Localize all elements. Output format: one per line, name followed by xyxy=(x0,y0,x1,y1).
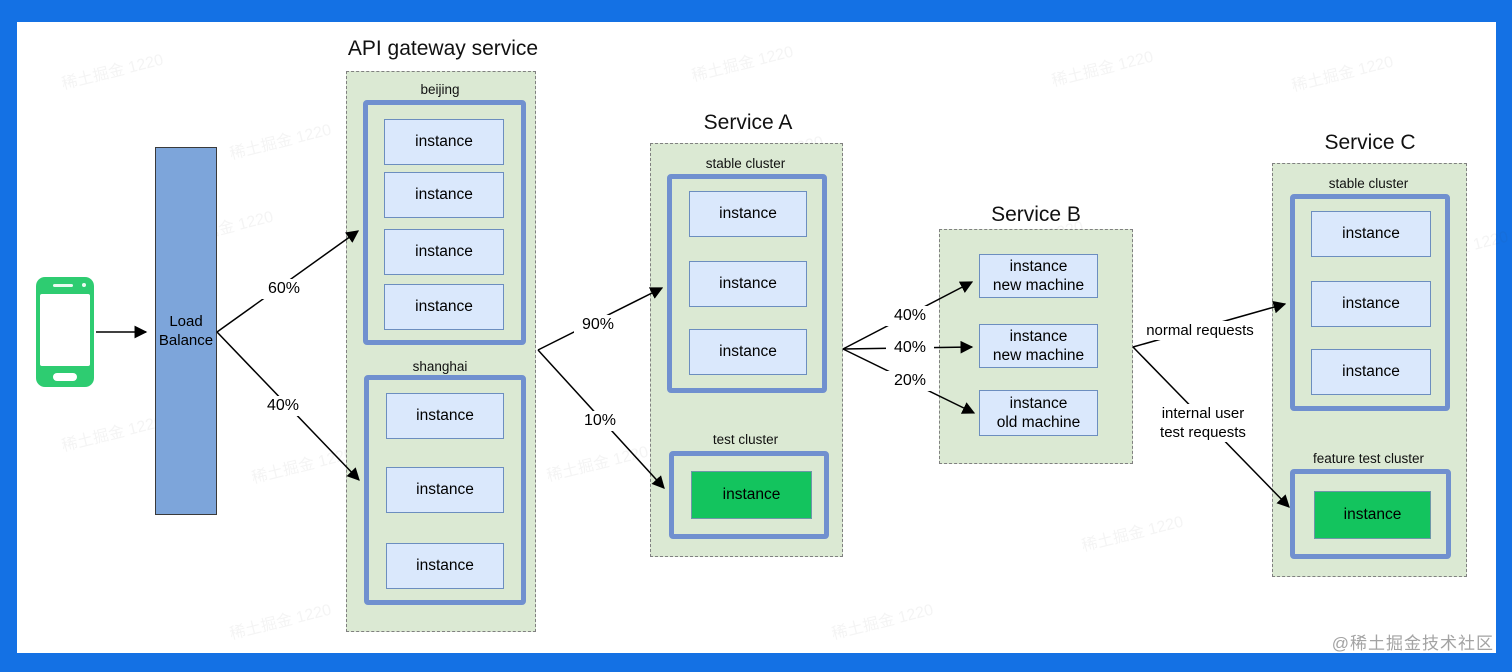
service-c-instance: instance xyxy=(1311,281,1431,327)
gateway-shanghai-instance: instance xyxy=(386,543,504,589)
phone-camera-dot xyxy=(82,283,86,287)
service-b-instance: instance old machine xyxy=(979,390,1098,436)
service-a-stable-cluster: instance instance instance xyxy=(667,174,827,393)
service-b-instance-line1: instance xyxy=(1009,328,1068,345)
service-a-instance: instance xyxy=(689,261,807,307)
gateway-beijing-instance: instance xyxy=(384,119,504,165)
service-c-title: Service C xyxy=(1324,131,1416,154)
service-a-instance: instance xyxy=(689,329,807,375)
service-b-instance-line2: old machine xyxy=(996,414,1081,431)
gateway-beijing-instance: instance xyxy=(384,172,504,218)
service-a-container: stable cluster instance instance instanc… xyxy=(650,143,843,557)
service-c-stable-cluster-label: stable cluster xyxy=(1328,176,1409,191)
service-a-stable-cluster-label: stable cluster xyxy=(705,156,786,171)
edge-label-10pct: 10% xyxy=(576,411,624,431)
gateway-beijing-instance: instance xyxy=(384,229,504,275)
service-c-feature-test-cluster: instance xyxy=(1290,469,1451,559)
gateway-shanghai-instance: instance xyxy=(386,467,504,513)
edge-label-line1: internal user xyxy=(1161,405,1245,422)
api-gateway-title: API gateway service xyxy=(347,37,539,60)
phone-screen xyxy=(40,294,90,366)
beijing-cluster-label: beijing xyxy=(420,82,460,97)
service-b-title: Service B xyxy=(991,203,1081,226)
service-b-instance-line2: new machine xyxy=(992,277,1085,294)
phone-home-button xyxy=(53,373,77,381)
beijing-cluster: instance instance instance instance xyxy=(363,100,526,345)
service-a-test-instance: instance xyxy=(691,471,812,519)
service-b-instance: instance new machine xyxy=(979,254,1098,298)
service-a-title: Service A xyxy=(703,111,793,134)
shanghai-cluster: instance instance instance xyxy=(364,375,526,605)
edge-label-internal-user-test-requests: internal user test requests xyxy=(1141,404,1265,442)
service-b-instance-line1: instance xyxy=(1009,258,1068,275)
shanghai-cluster-label: shanghai xyxy=(412,359,468,374)
load-balancer-label-line2: Balance xyxy=(158,332,214,349)
service-b-instance: instance new machine xyxy=(979,324,1098,368)
edge-label-40pct: 40% xyxy=(886,306,934,326)
edge-label-20pct: 20% xyxy=(886,371,934,391)
service-b-instance-line2: new machine xyxy=(992,347,1085,364)
edge-label-line2: test requests xyxy=(1160,424,1246,441)
phone-speaker xyxy=(53,284,73,287)
service-a-instance: instance xyxy=(689,191,807,237)
watermark-credit: @稀土掘金技术社区 xyxy=(1331,634,1494,653)
service-c-stable-cluster: instance instance instance xyxy=(1290,194,1450,411)
service-c-container: stable cluster instance instance instanc… xyxy=(1272,163,1467,577)
service-c-instance: instance xyxy=(1311,349,1431,395)
api-gateway-container: beijing instance instance instance insta… xyxy=(346,71,536,632)
service-c-instance: instance xyxy=(1311,211,1431,257)
load-balancer-label-line1: Load xyxy=(169,313,203,330)
gateway-shanghai-instance: instance xyxy=(386,393,504,439)
edge-label-40pct: 40% xyxy=(259,396,307,416)
service-c-test-instance: instance xyxy=(1314,491,1431,539)
service-a-test-cluster: instance xyxy=(669,451,829,539)
smartphone-icon xyxy=(36,277,94,387)
service-b-container: instance new machine instance new machin… xyxy=(939,229,1133,464)
load-balancer-node: Load Balance xyxy=(155,147,217,515)
edge-label-40pct: 40% xyxy=(886,338,934,358)
service-a-test-cluster-label: test cluster xyxy=(712,432,779,447)
gateway-beijing-instance: instance xyxy=(384,284,504,330)
service-b-instance-line1: instance xyxy=(1009,395,1068,412)
edge-label-60pct: 60% xyxy=(260,279,308,299)
edge-label-90pct: 90% xyxy=(574,315,622,335)
edge-label-normal-requests: normal requests xyxy=(1142,321,1258,340)
service-c-feature-test-cluster-label: feature test cluster xyxy=(1312,451,1425,466)
